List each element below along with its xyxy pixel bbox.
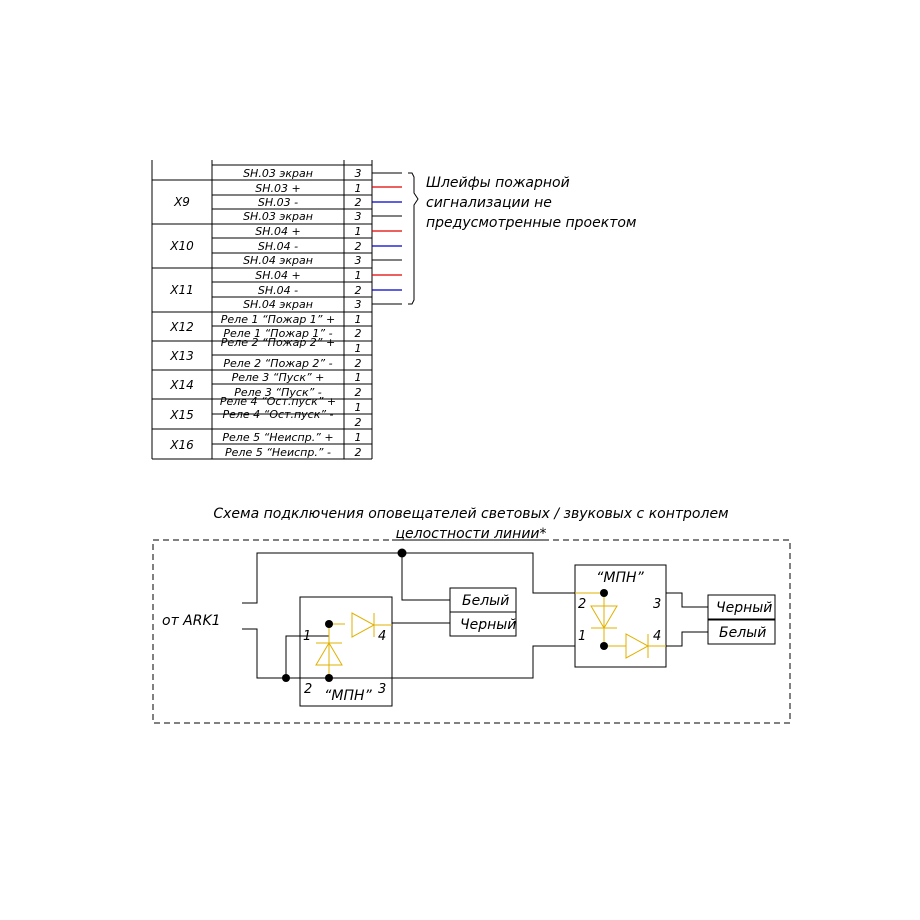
block-label-x16: X16 [169, 438, 194, 452]
pin-number: 2 [355, 446, 362, 459]
signal-label: SH.04 + [255, 225, 300, 238]
signal-label: Реле 2 “Пожар 2” + [221, 336, 335, 349]
group-brace [408, 172, 419, 305]
pin-number: 1 [355, 371, 362, 384]
pin-number: 2 [355, 327, 362, 340]
note-line-3: предусмотренные проектом [426, 215, 637, 231]
terminal-table [151, 160, 373, 460]
note-line-2: сигнализации не [426, 195, 552, 211]
right-module-pin-4: 4 [653, 629, 661, 644]
pin-number: 1 [355, 401, 362, 414]
schematic-title-line-1: Схема подключения оповещателей световых … [213, 506, 729, 522]
output-label-white-right: Белый [719, 625, 766, 641]
pin-number: 3 [355, 210, 362, 223]
block-label-x15: X15 [169, 408, 194, 422]
output-box-white-right [707, 619, 776, 645]
right-module-pin-3: 3 [653, 597, 661, 612]
pin-number: 2 [355, 240, 362, 253]
signal-label: Реле 4 “Ост.пуск” + [220, 395, 336, 408]
signal-label: Реле 1 “Пожар 1” - [223, 327, 332, 340]
left-module-pin-2: 2 [304, 682, 312, 697]
pin-number: 1 [355, 182, 362, 195]
pin-number: 1 [355, 225, 362, 238]
signal-label: Реле 4 “Ост.пуск” - [222, 408, 333, 421]
pin-number: 2 [355, 386, 362, 399]
block-label-x14: X14 [169, 378, 194, 392]
mpn-module-right [574, 564, 667, 668]
note-line-1: Шлейфы пожарной [426, 175, 570, 191]
left-module-pin-1: 1 [303, 629, 311, 644]
output-label-white-left: Белый [462, 593, 509, 609]
right-module-pin-1: 1 [578, 629, 586, 644]
output-box-black-right [707, 594, 776, 620]
signal-label: SH.04 - [258, 284, 298, 297]
signal-label: Реле 3 “Пуск” + [232, 371, 325, 384]
signal-label: SH.03 - [258, 196, 298, 209]
output-label-black-right: Черный [716, 600, 772, 616]
signal-label: SH.04 + [255, 269, 300, 282]
left-module-name: “МПН” [324, 688, 372, 704]
signal-label: SH.04 экран [243, 254, 313, 267]
block-label-x9: X9 [173, 195, 190, 209]
diode-assembly-left [315, 612, 392, 678]
signal-label: Реле 2 “Пожар 2” - [223, 357, 332, 370]
mpn-module-left [299, 596, 393, 707]
pin-number: 2 [355, 196, 362, 209]
wires [242, 552, 708, 679]
signal-label: SH.04 экран [243, 298, 313, 311]
junction-dot [600, 589, 608, 597]
wire-stubs [372, 172, 402, 305]
signal-label: SH.03 + [255, 182, 300, 195]
block-label-x11: X11 [169, 283, 194, 297]
pin-number: 1 [355, 269, 362, 282]
block-label-x13: X13 [169, 349, 194, 363]
source-label: от ARK1 [162, 613, 221, 629]
output-label-black-left: Черный [460, 617, 516, 633]
signal-label: Реле 5 “Неиспр.” + [222, 431, 333, 444]
pin-number: 2 [355, 357, 362, 370]
left-module-pin-4: 4 [378, 629, 386, 644]
pin-number: 2 [355, 416, 362, 429]
right-module-pin-2: 2 [578, 597, 586, 612]
left-module-pin-3: 3 [378, 682, 386, 697]
pin-number: 1 [355, 342, 362, 355]
right-module-name: “МПН” [596, 570, 644, 586]
signal-label: Реле 5 “Неиспр.” - [225, 446, 331, 459]
junction-dot [282, 674, 290, 682]
pin-number: 3 [355, 167, 362, 180]
signal-label: Реле 1 “Пожар 1” + [221, 313, 335, 326]
pin-number: 1 [355, 313, 362, 326]
junction-dot [325, 620, 333, 628]
junction-dot [325, 674, 333, 682]
pin-number: 3 [355, 298, 362, 311]
signal-label: Реле 3 “Пуск” - [234, 386, 322, 399]
junction-dot [397, 548, 407, 558]
pin-number: 2 [355, 284, 362, 297]
signal-label: SH.04 - [258, 240, 298, 253]
output-box-black-left [449, 611, 517, 637]
signal-label: SH.03 экран [243, 210, 313, 223]
block-label-x10: X10 [169, 239, 194, 253]
block-label-x12: X12 [169, 320, 194, 334]
pin-number: 1 [355, 431, 362, 444]
pin-number: 3 [355, 254, 362, 267]
schematic-title-line-2: целостности линии* [395, 526, 546, 542]
junction-dot [600, 642, 608, 650]
signal-label: SH.03 экран [243, 167, 313, 180]
